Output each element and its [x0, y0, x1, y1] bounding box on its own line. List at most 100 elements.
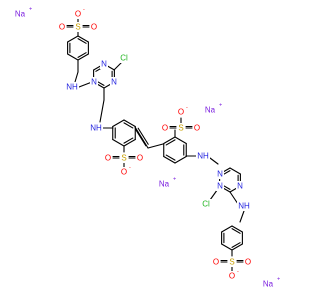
sulfonate-1-oxygen-b: O	[90, 22, 98, 32]
bond-66	[209, 157, 219, 165]
sulfonate-1-sulfur: S	[74, 22, 82, 32]
bond-46	[134, 126, 149, 149]
sulfonate-1-oxygen-c-charge: -	[83, 7, 85, 13]
sulfonate-2-oxygen-b-text: O	[137, 154, 143, 163]
triazine-2-n3: N	[236, 181, 244, 191]
sulfonate-4-oxygen-c-charge: -	[237, 269, 239, 275]
sulfonate-2-sulfur-text: S	[121, 154, 126, 163]
bond-49	[137, 127, 149, 145]
triazine-1-n1-text: N	[101, 60, 107, 69]
triazine-2-n1: N	[216, 169, 224, 179]
bond-47	[147, 143, 164, 149]
bond-26	[78, 81, 93, 88]
amine-1-text: NH	[66, 83, 78, 92]
amine-3-text: NH	[197, 152, 209, 161]
sulfonate-3-oxygen-b-text: O	[194, 124, 200, 133]
sodium-4-text: Na	[263, 280, 274, 289]
amine-3: NH	[196, 151, 210, 161]
sulfonate-1-oxygen-a: O	[58, 22, 66, 32]
sodium-2-text: Na	[159, 180, 170, 189]
sulfonate-1-oxygen-b-text: O	[91, 23, 97, 32]
bond-77	[229, 191, 239, 205]
bond-3	[77, 53, 89, 61]
sulfonate-2-oxygen-a-text: O	[105, 154, 111, 163]
sulfonate-4-oxygen-b: O	[244, 257, 252, 267]
sodium-4-charge: +	[277, 277, 280, 283]
triazine-1-n3: N	[110, 77, 118, 87]
bond-27	[113, 61, 123, 71]
sulfonate-1-oxygen-a-text: O	[59, 23, 65, 32]
bond-67	[229, 167, 241, 175]
sulfonate-4-oxygen-c: O-	[228, 269, 239, 281]
sulfonate-3-oxygen-c: O-	[177, 105, 188, 117]
sulfonate-3-oxygen-a: O	[161, 123, 169, 133]
sulfonate-4-sulfur-text: S	[229, 258, 234, 267]
sulfonate-2-oxygen-b: O	[136, 153, 144, 163]
sulfonate-2-oxygen-c-text: O	[121, 168, 127, 177]
bond-80	[231, 228, 241, 234]
bond-84	[221, 243, 233, 251]
bond-4	[77, 52, 87, 58]
bond-1	[77, 38, 87, 44]
triazine-1-n2-text: N	[91, 78, 97, 87]
chlorine-2: Cl	[200, 199, 212, 209]
sulfonate-3-sulfur: S	[177, 123, 185, 133]
sulfonate-2-sulfur: S	[120, 153, 128, 163]
sulfonate-4-oxygen-a-text: O	[213, 258, 219, 267]
amine-4-text: NH	[238, 202, 250, 211]
bond-58	[165, 139, 176, 146]
bond-54	[163, 155, 176, 164]
sodium-1-text: Na	[15, 10, 26, 19]
amine-1: NH	[65, 82, 79, 92]
sulfonate-1-sulfur-text: S	[75, 23, 80, 32]
sulfonate-1-oxygen-c-text: O	[75, 10, 81, 19]
amine-2: NH	[89, 123, 103, 133]
bond-33	[123, 138, 136, 147]
triazine-1-n1: N	[100, 59, 108, 69]
sulfonate-3-oxygen-b: O	[193, 123, 201, 133]
sulfonate-1-oxygen-c: O-	[74, 7, 85, 19]
triazine-2-n2-text: N	[217, 182, 223, 191]
bond-layer	[66, 17, 245, 273]
sulfonate-4-sulfur: S	[228, 257, 236, 267]
sulfonate-4-oxygen-b-text: O	[245, 258, 251, 267]
bond-29	[99, 99, 105, 123]
bond-35	[112, 138, 125, 147]
sulfonate-3-oxygen-c-charge: -	[186, 105, 188, 111]
triazine-2-n1-text: N	[217, 170, 223, 179]
sodium-3-text: Na	[205, 106, 216, 115]
bond-48	[135, 129, 147, 147]
bond-5	[67, 53, 79, 61]
chlorine-1: Cl	[118, 53, 130, 63]
sodium-3: Na+	[203, 103, 222, 115]
sulfonate-4-oxygen-a: O	[212, 257, 220, 267]
bond-38	[112, 119, 125, 128]
bond-82	[231, 243, 243, 251]
bond-31	[123, 122, 134, 129]
sodium-4: Na+	[261, 277, 280, 289]
bond-0	[77, 35, 89, 43]
triazine-1-n3-text: N	[111, 78, 117, 87]
sulfonate-3-sulfur-text: S	[178, 124, 183, 133]
sulfonate-4-oxygen-c-text: O	[229, 272, 235, 281]
sodium-1-charge: +	[29, 7, 32, 13]
sulfonate-3-oxygen-a-text: O	[162, 124, 168, 133]
bond-30	[123, 119, 136, 128]
sulfonate-2-oxygen-c: O-	[120, 165, 131, 177]
amine-4: NH	[237, 201, 251, 211]
bond-57	[163, 136, 176, 145]
triazine-2-n3-text: N	[237, 182, 243, 191]
chlorine-1-text: Cl	[120, 54, 128, 63]
bond-87	[221, 225, 233, 233]
bond-8	[67, 35, 79, 43]
triazine-1-n2: N	[90, 77, 98, 87]
triazine-2-n2: N	[216, 181, 224, 191]
sodium-1: Na+	[13, 7, 32, 19]
bond-53	[174, 155, 187, 164]
amine-2-text: NH	[90, 124, 102, 133]
bond-78	[239, 210, 245, 223]
sulfonate-3-oxygen-c-text: O	[178, 108, 184, 117]
bond-34	[123, 137, 134, 144]
